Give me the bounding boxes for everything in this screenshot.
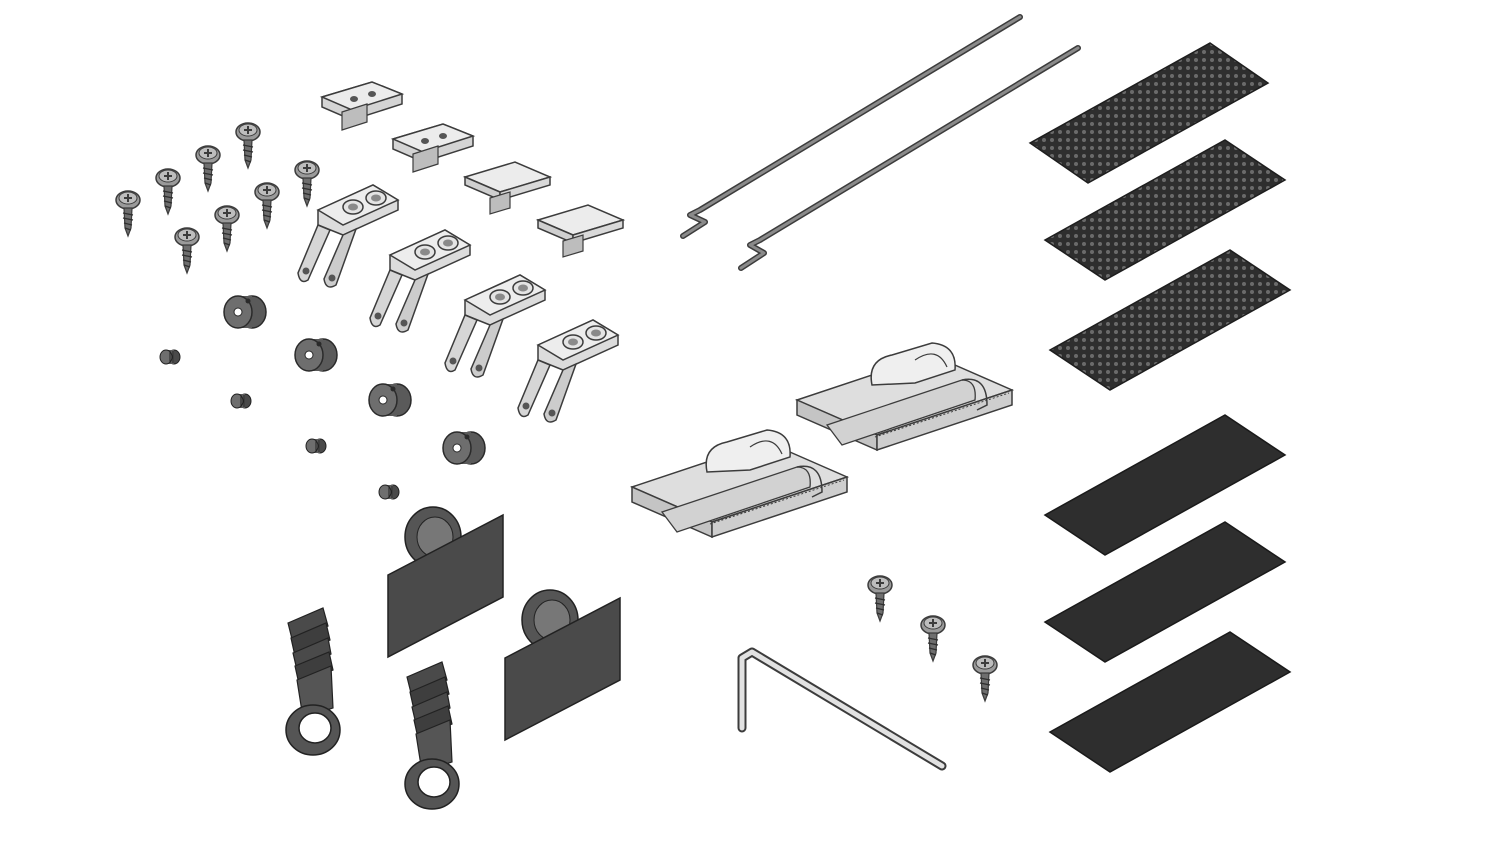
velcro-strip-icon (1043, 139, 1287, 281)
set-screws (159, 349, 400, 500)
adhesive-pad-icon (1043, 414, 1287, 556)
hook-and-loop-strips (1028, 42, 1292, 391)
screw-icon (867, 575, 893, 622)
wheel-collar-icon (368, 383, 412, 417)
adhesive-pad-icon (1043, 521, 1287, 663)
screw-icon (920, 615, 946, 662)
wheel-collar-icon (294, 338, 338, 372)
control-horn-icon (517, 319, 619, 423)
pushrod-icon (738, 45, 1081, 271)
set-screw-icon (230, 393, 252, 409)
pushrods (680, 14, 1081, 271)
set-screw-icon (305, 438, 327, 454)
horn-base-icon (321, 81, 403, 131)
latch-plate-icon (504, 589, 621, 741)
set-screw-icon (378, 484, 400, 500)
screw-icon (235, 122, 261, 169)
control-horn-bases (321, 81, 624, 258)
screw-icon (174, 227, 200, 274)
screw-icon (195, 145, 221, 192)
latch-plate-icon (387, 506, 504, 658)
hinge-icon (631, 429, 848, 538)
velcro-strip-icon (1028, 42, 1270, 184)
hex-key-icon (737, 647, 947, 771)
wheel-collar-icon (223, 295, 267, 329)
horn-base-icon (392, 123, 474, 173)
control-horn-icon (444, 274, 546, 378)
wheel-collar-icon (442, 431, 486, 465)
screw-icon (115, 190, 141, 237)
wheel-collars (223, 295, 486, 465)
latch-icon (404, 661, 460, 810)
horn-base-icon (537, 204, 624, 258)
set-screw-icon (159, 349, 181, 365)
screw-icon (294, 160, 320, 207)
adhesive-pads (1043, 414, 1292, 773)
canopy-hinges (631, 342, 1013, 538)
control-horn-icon (369, 229, 471, 333)
control-horn-icon (297, 184, 399, 288)
screw-icon (214, 205, 240, 252)
screw-icon (254, 182, 280, 229)
screw-icon (972, 655, 998, 702)
canopy-latches (285, 607, 460, 810)
latch-icon (285, 607, 341, 756)
pushrod-icon (680, 14, 1023, 239)
adhesive-pad-icon (1048, 631, 1292, 773)
velcro-strip-icon (1048, 249, 1292, 391)
screw-icon (155, 168, 181, 215)
horn-base-icon (464, 161, 551, 215)
hinge-icon (796, 342, 1013, 451)
